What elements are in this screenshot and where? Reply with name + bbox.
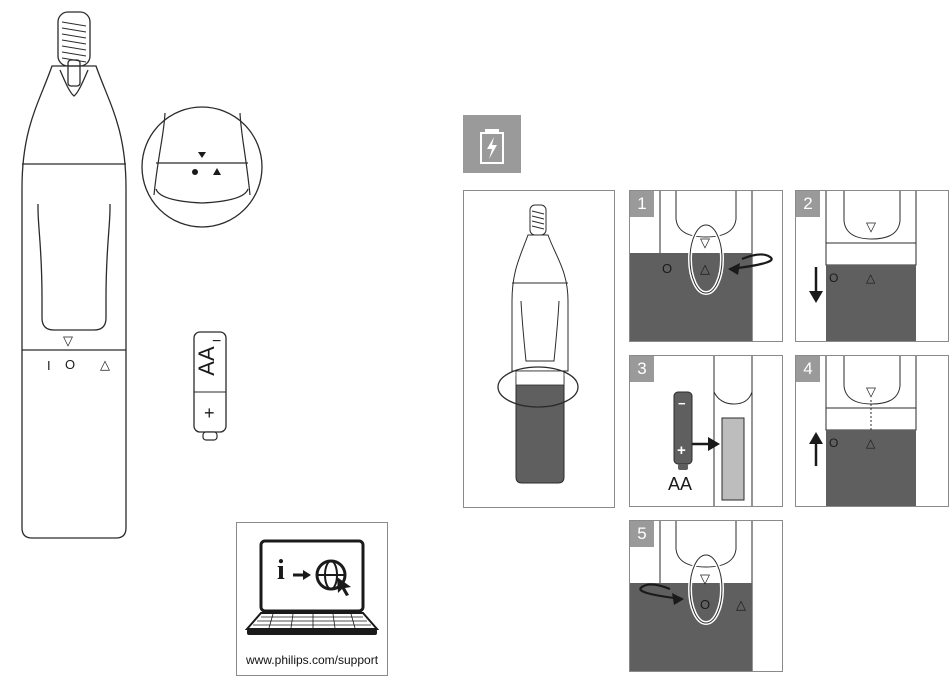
battery-minus-label: − — [678, 396, 686, 411]
on-marker: O — [700, 597, 711, 612]
lock-marker: ▽ — [700, 571, 710, 586]
step-number: 1 — [630, 191, 654, 217]
open-marker: △ — [866, 436, 876, 450]
aa-battery-icon — [193, 331, 227, 441]
step-1-panel: 1 ▽ O △ — [629, 190, 783, 342]
on-marker: O — [829, 271, 839, 285]
step-4-panel: 4 ▽ O △ — [795, 355, 949, 507]
lock-marker: ▽ — [700, 235, 710, 250]
overview-panel — [463, 190, 615, 508]
off-marker: I — [47, 358, 51, 373]
on-marker: O — [65, 357, 76, 372]
zoom-detail-circle — [141, 106, 263, 228]
step-number: 3 — [630, 356, 654, 382]
step-2-panel: 2 ▽ O △ — [795, 190, 949, 342]
step-number: 5 — [630, 521, 654, 547]
lock-marker: ▽ — [866, 384, 876, 399]
lock-marker: ▽ — [63, 333, 73, 348]
step-5-panel: 5 ▽ O △ — [629, 520, 783, 672]
battery-minus-label: − — [212, 333, 222, 350]
step-number: 2 — [796, 191, 820, 217]
battery-plus-label: + — [677, 442, 686, 459]
open-marker: △ — [100, 357, 110, 372]
on-marker: O — [662, 261, 673, 276]
step-3-panel: 3 − + AA — [629, 355, 783, 507]
step-number: 4 — [796, 356, 820, 382]
info-icon: i — [277, 555, 285, 586]
open-marker: △ — [700, 261, 710, 276]
support-box: i www.philips.com/support — [236, 522, 388, 676]
support-url[interactable]: www.philips.com/support — [245, 653, 379, 667]
on-marker: O — [829, 436, 839, 450]
open-marker: △ — [866, 271, 876, 285]
battery-charge-icon — [463, 115, 521, 173]
trimmer-drawing — [21, 11, 127, 539]
lock-marker: ▽ — [866, 219, 876, 234]
battery-plus-label: + — [204, 403, 215, 423]
laptop-icon — [244, 539, 380, 635]
open-marker: △ — [736, 597, 746, 612]
overview-trimmer — [497, 204, 579, 484]
battery-size-label: AA — [668, 474, 693, 494]
